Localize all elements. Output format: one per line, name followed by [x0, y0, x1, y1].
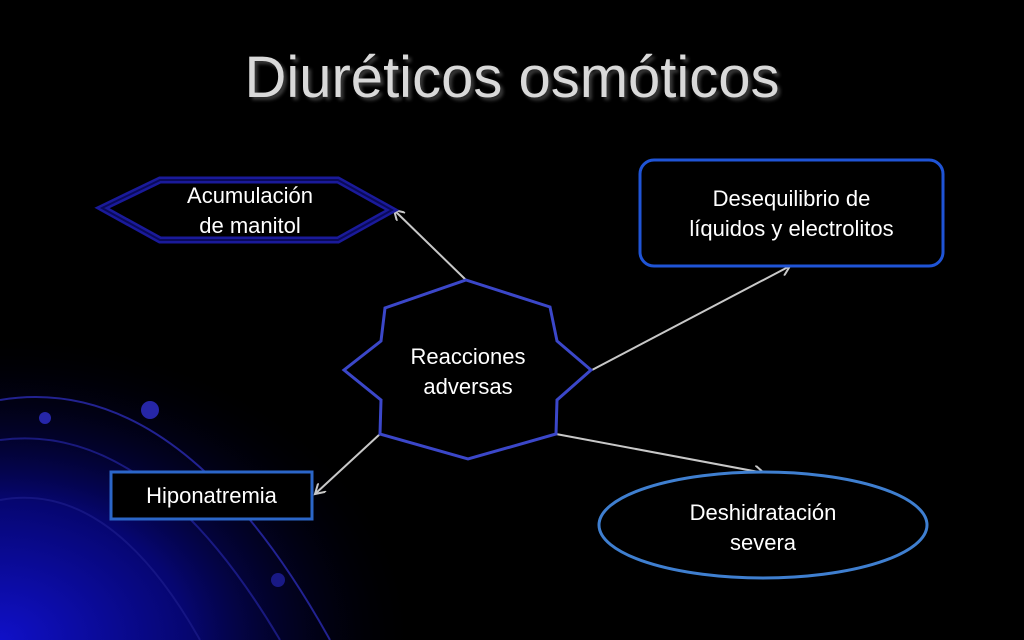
node-acumulacion-shape: [94, 176, 400, 244]
node-center-star: [341, 278, 594, 461]
node-desequilibrio-shape: [638, 158, 945, 268]
node-center-label: Reacciones adversas: [380, 342, 556, 402]
node-deshidratacion-shape: [597, 470, 929, 580]
node-center-line2: adversas: [423, 374, 513, 399]
node-acumulacion-line1: Acumulación: [187, 183, 313, 208]
arrow-to-hiponatremia: [315, 433, 381, 494]
arrow-to-desequilibrio: [591, 266, 790, 371]
node-deshidratacion-line1: Deshidratación: [689, 500, 837, 525]
node-hiponatremia-shape: [109, 470, 314, 521]
node-desequilibrio-label: Desequilibrio de líquidos y electrolitos: [640, 184, 943, 244]
node-hiponatremia-label: Hiponatremia: [111, 481, 312, 511]
arrow-to-acumulacion: [394, 210, 467, 281]
node-desequilibrio-line1: Desequilibrio de: [712, 186, 871, 211]
node-center-line1: Reacciones: [410, 344, 526, 369]
node-desequilibrio-line2: líquidos y electrolitos: [689, 216, 894, 241]
node-deshidratacion-label: Deshidratación severa: [640, 498, 886, 558]
arrow-to-deshidratacion: [555, 433, 764, 473]
node-acumulacion-line2: de manitol: [199, 213, 301, 238]
slide-title: Diuréticos osmóticos: [244, 45, 780, 110]
node-hiponatremia-line1: Hiponatremia: [146, 483, 277, 508]
node-deshidratacion-line2: severa: [729, 530, 797, 555]
node-acumulacion-label: Acumulación de manitol: [152, 181, 348, 241]
connectors: [315, 210, 790, 494]
